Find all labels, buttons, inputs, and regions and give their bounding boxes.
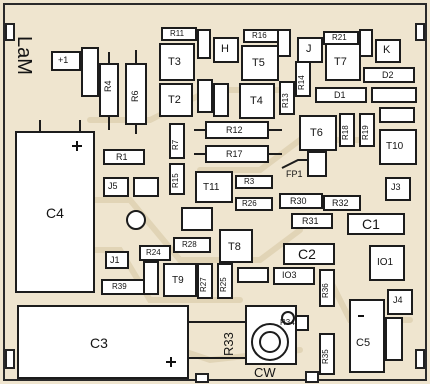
r33-label: R33 xyxy=(221,332,236,356)
c3-label: C3 xyxy=(90,335,108,351)
t9-label: T9 xyxy=(172,275,184,286)
r1-label: R1 xyxy=(116,152,128,162)
d2-label: D2 xyxy=(382,70,394,80)
io1-label: IO1 xyxy=(377,257,394,268)
r14-label: R14 xyxy=(297,75,306,90)
r15-label: R15 xyxy=(171,173,180,188)
r3-label: R3 xyxy=(244,177,255,186)
t2-label: T2 xyxy=(168,94,181,106)
r36-label: R36 xyxy=(321,283,330,298)
io3-label: IO3 xyxy=(282,270,297,280)
r28-label: R28 xyxy=(182,240,197,249)
r26-label: R26 xyxy=(242,199,257,208)
r31-label: R31 xyxy=(302,216,319,226)
j1-label: J1 xyxy=(110,255,120,265)
k-label: K xyxy=(383,44,391,56)
t7-label: T7 xyxy=(334,56,347,68)
r27-label: R27 xyxy=(199,277,208,292)
t10-label: T10 xyxy=(386,141,404,152)
r32-label: R32 xyxy=(332,198,349,208)
r7-label: R7 xyxy=(171,139,180,150)
t11-label: T11 xyxy=(203,182,220,193)
r34-label: R34 xyxy=(280,318,295,327)
r13-label: R13 xyxy=(281,93,290,108)
r19-label: R19 xyxy=(361,125,370,140)
j5-label: J5 xyxy=(108,181,118,191)
d1-label: D1 xyxy=(334,90,346,100)
r16-label: R16 xyxy=(252,31,267,40)
r4-label: R4 xyxy=(103,80,113,92)
r17-label: R17 xyxy=(226,149,243,159)
j3-label: J3 xyxy=(391,182,401,192)
c4-label: C4 xyxy=(46,205,64,221)
board-logo: LaM xyxy=(13,36,35,75)
r11-label: R11 xyxy=(170,29,185,38)
r6-label: R6 xyxy=(130,90,140,102)
r25-label: R25 xyxy=(219,277,228,292)
cw-label: CW xyxy=(254,365,276,380)
plus1-label: +1 xyxy=(58,55,69,65)
r30-label: R30 xyxy=(290,196,307,206)
t3-label: T3 xyxy=(168,56,181,68)
r12-label: R12 xyxy=(226,125,243,135)
t6-label: T6 xyxy=(310,127,323,139)
c1-label: C1 xyxy=(362,216,380,232)
r21-label: R21 xyxy=(332,33,347,42)
r35-label: R35 xyxy=(321,349,330,364)
j-label: J xyxy=(306,43,312,55)
r24-label: R24 xyxy=(146,248,161,257)
r39-label: R39 xyxy=(112,282,127,291)
j4-label: J4 xyxy=(393,295,403,305)
c5-label: C5 xyxy=(356,337,371,349)
t5-label: T5 xyxy=(252,57,265,69)
t8-label: T8 xyxy=(228,241,241,253)
t4-label: T4 xyxy=(250,95,263,107)
r18-label: R18 xyxy=(341,125,350,140)
c2-label: C2 xyxy=(298,246,316,262)
h-label: H xyxy=(221,43,229,55)
fp1-label: FP1 xyxy=(286,169,303,179)
